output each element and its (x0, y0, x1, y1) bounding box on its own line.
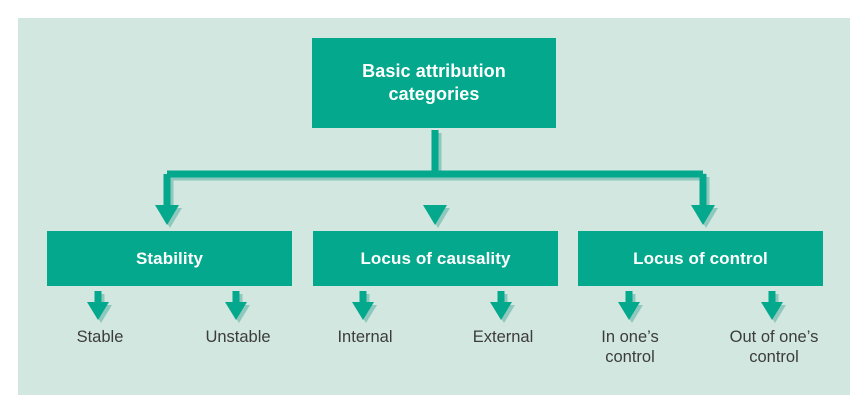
node-locus-of-causality[interactable]: Locus of causality (313, 231, 558, 286)
leaf-label-stable: Stable (76, 328, 124, 346)
node-locus-of-control[interactable]: Locus of control (578, 231, 823, 286)
leaf-label-out-of-ones-control: Out of one’s control (729, 328, 819, 367)
node-stability[interactable]: Stability (47, 231, 292, 286)
node-basic-attribution-categories[interactable]: Basic attribution categories (312, 38, 556, 128)
leaf-label-external: External (472, 328, 534, 346)
leaf-label-unstable: Unstable (205, 328, 271, 346)
leaf-label-internal: Internal (337, 328, 393, 346)
leaf-label-in-ones-control: In one’s control (601, 328, 659, 367)
